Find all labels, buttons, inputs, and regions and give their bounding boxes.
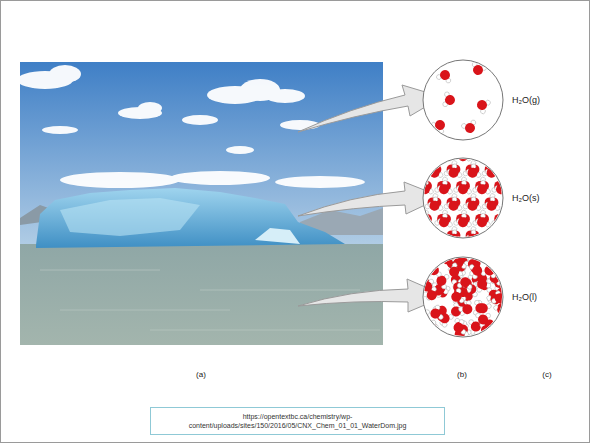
state-label: H₂O(l) (512, 292, 537, 302)
source-url: https://opentextbc.ca/chemistry/wp- cont… (159, 412, 436, 430)
panel-letter: (a) (196, 370, 206, 379)
state-label: H₂O(g) (512, 95, 540, 105)
panel-letter: (c) (542, 370, 551, 379)
state-label: H₂O(s) (512, 193, 540, 203)
molecule-views (370, 60, 564, 344)
source-caption-box: https://opentextbc.ca/chemistry/wp- cont… (150, 407, 445, 435)
panel-letter: (b) (457, 370, 467, 379)
